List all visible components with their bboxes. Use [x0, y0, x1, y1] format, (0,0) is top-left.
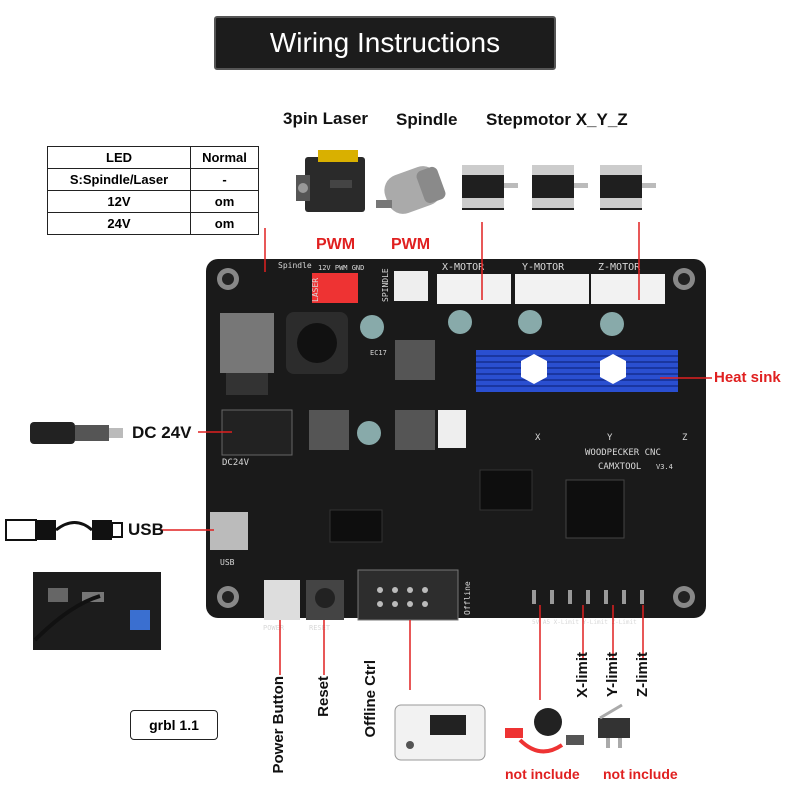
usb-label: USB — [128, 520, 164, 539]
silk-y: Y — [607, 433, 613, 443]
silk-model: CAMXTOOL — [598, 462, 641, 472]
spindle-motor-icon — [376, 166, 446, 214]
silk-pwm-row: 12V PWM GND — [318, 264, 364, 272]
led-cell: S:Spindle/Laser — [47, 168, 191, 191]
laptop-port-icon — [33, 572, 161, 650]
not-include-switch: not include — [603, 766, 678, 782]
silk-reset: RESET — [309, 624, 331, 632]
dc-plug-icon — [30, 422, 123, 444]
silk-z-motor: Z-MOTOR — [598, 262, 641, 273]
silk-spindle: SPINDLE — [381, 268, 390, 302]
laser-label: 3pin Laser — [283, 109, 369, 128]
silk-laser: LASER — [311, 278, 320, 302]
table-row: 24V om — [47, 212, 259, 235]
silk-x: X — [535, 433, 541, 443]
silk-y-motor: Y-MOTOR — [522, 262, 565, 273]
stepper-motor-x-icon — [462, 165, 518, 210]
heat-sink-label: Heat sink — [714, 369, 781, 386]
silk-spindle-top: Spindle — [278, 261, 312, 270]
silk-z: Z — [682, 433, 688, 443]
offline-controller-icon — [394, 704, 486, 761]
silk-x-motor: X-MOTOR — [442, 262, 485, 273]
dc-24v-label: DC 24V — [132, 423, 192, 442]
silk-offline: Offline — [463, 581, 472, 615]
normal-cell: om — [190, 212, 259, 235]
y-limit-label: Y-limit — [604, 652, 621, 698]
stepper-motor-y-icon — [532, 165, 588, 210]
silk-limits: 5V A5 X-Limit Y-Limit Z-Limit — [532, 619, 637, 626]
pwm-label-laser: PWM — [316, 236, 356, 253]
probe-icon — [505, 708, 584, 754]
reset-label: Reset — [315, 676, 332, 717]
led-table-header: LED Normal — [47, 146, 259, 169]
usb-cable-icon — [5, 519, 123, 541]
title-banner: Wiring Instructions — [214, 16, 556, 70]
limit-switch-icon — [598, 703, 630, 748]
led-cell: 24V — [47, 212, 191, 235]
stepmotor-label: Stepmotor X_Y_Z — [486, 110, 628, 129]
silk-brand: WOODPECKER CNC — [585, 448, 661, 458]
silk-version: V3.4 — [656, 463, 673, 471]
power-button-label: Power Button — [270, 676, 287, 774]
table-row: S:Spindle/Laser - — [47, 168, 259, 191]
stepper-motor-z-icon — [600, 165, 656, 210]
silk-ec17: EC17 — [370, 349, 387, 357]
laser-module-icon — [296, 150, 365, 212]
silk-power: POWER — [263, 624, 285, 632]
grbl-version-badge: grbl 1.1 — [130, 710, 218, 740]
silk-dc24v: DC24V — [222, 458, 250, 468]
normal-header: Normal — [190, 146, 259, 169]
connector-lines — [160, 222, 712, 700]
led-table: LED Normal S:Spindle/Laser - 12V om 24V … — [47, 146, 259, 235]
not-include-probe: not include — [505, 766, 580, 782]
x-limit-label: X-limit — [574, 652, 591, 698]
z-limit-label: Z-limit — [634, 652, 651, 697]
pcb-board: X-MOTOR Y-MOTOR Z-MOTOR Spindle 12V PWM … — [206, 259, 706, 632]
spindle-label: Spindle — [396, 110, 458, 129]
pwm-label-spindle: PWM — [391, 236, 431, 253]
silk-usb: USB — [220, 558, 235, 567]
offline-ctrl-label: Offline Ctrl — [362, 660, 379, 738]
normal-cell: om — [190, 190, 259, 213]
